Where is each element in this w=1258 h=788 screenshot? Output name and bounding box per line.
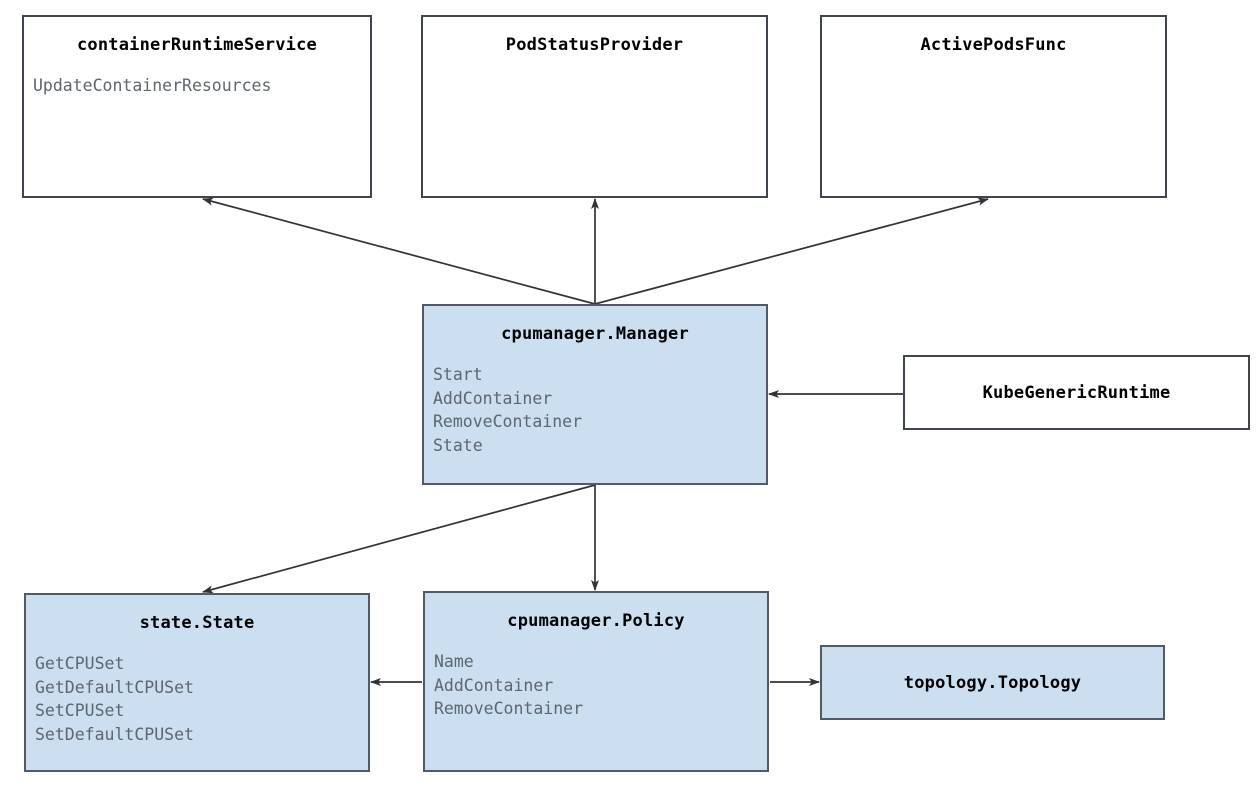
class-box-title-pod-status-provider: PodStatusProvider <box>505 35 684 55</box>
class-method: SetCPUSet <box>35 701 125 720</box>
class-box-title-cpumanager-manager: cpumanager.Manager <box>501 324 689 344</box>
class-box-title-cpumanager-policy: cpumanager.Policy <box>507 611 685 631</box>
class-box-pod-status-provider[interactable]: PodStatusProvider <box>421 15 768 198</box>
class-box-kube-generic-runtime[interactable]: KubeGenericRuntime <box>903 355 1250 430</box>
class-box-title-topology-topology: topology.Topology <box>903 673 1082 693</box>
class-method: State <box>433 435 483 455</box>
class-box-title-active-pods-func: ActivePodsFunc <box>920 35 1067 55</box>
class-box-topology-topology[interactable]: topology.Topology <box>820 645 1165 720</box>
class-method: GetDefaultCPUSet <box>35 677 194 697</box>
class-method: UpdateContainerResources <box>33 76 272 95</box>
class-method: RemoveContainer <box>433 412 583 431</box>
class-method: Name <box>434 652 474 671</box>
class-box-methods-container-runtime-service: UpdateContainerResources <box>33 74 366 98</box>
edge-manager-to-active-pods-func <box>594 197 989 305</box>
class-method: AddContainer <box>433 388 553 408</box>
class-box-title-container-runtime-service: containerRuntimeService <box>76 35 317 55</box>
class-method: AddContainer <box>434 675 554 695</box>
edge-manager-to-state-state <box>202 484 596 594</box>
class-method: SetDefaultCPUSet <box>35 724 194 744</box>
class-box-title-kube-generic-runtime: KubeGenericRuntime <box>982 383 1171 403</box>
class-method: RemoveContainer <box>434 699 584 718</box>
class-box-active-pods-func[interactable]: ActivePodsFunc <box>820 15 1167 198</box>
class-method: GetCPUSet <box>35 654 125 673</box>
class-box-title-state-state: state.State <box>139 613 255 633</box>
class-method: Start <box>433 365 483 384</box>
edge-manager-to-container-runtime-service <box>202 197 596 305</box>
